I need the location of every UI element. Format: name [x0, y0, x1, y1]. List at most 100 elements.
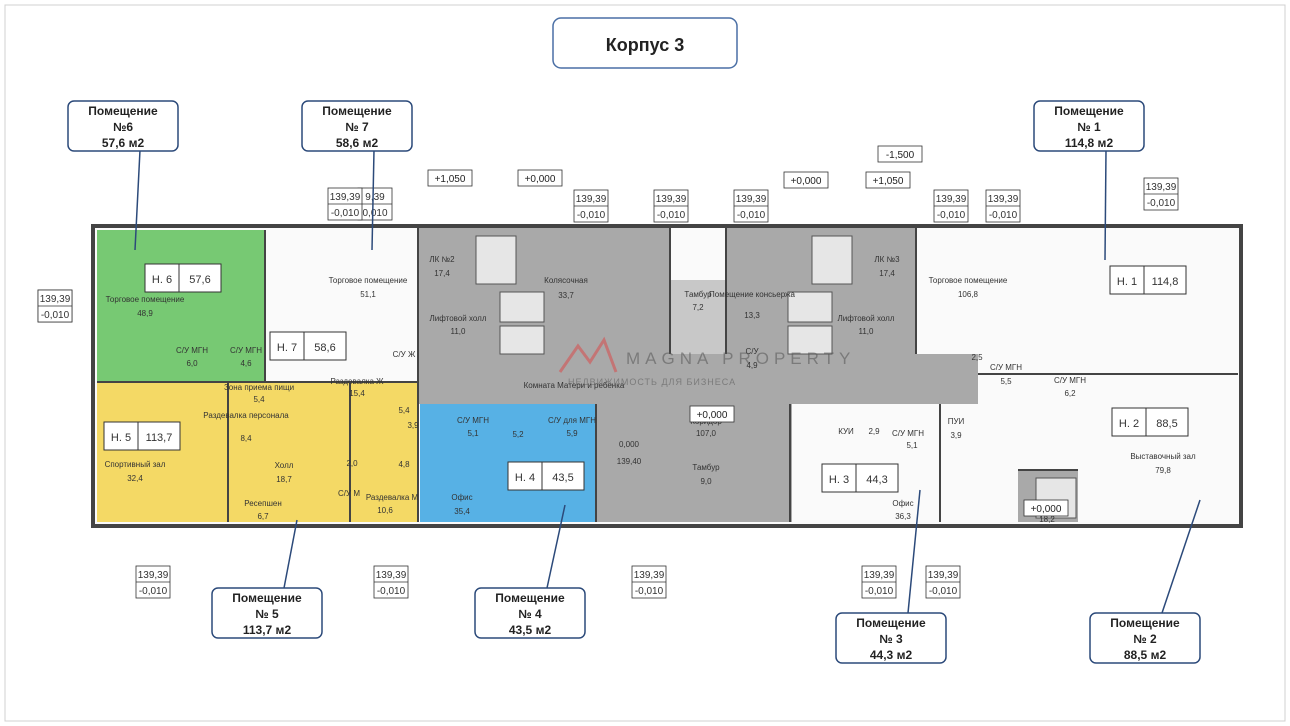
- room-label: 4,6: [240, 359, 252, 368]
- unit-tag-area: 44,3: [866, 474, 887, 486]
- elevation-markers: +1,050+0,000+0,000+1,050-1,500+0,000+0,0…: [427, 145, 1069, 517]
- callout-box: [301, 100, 413, 152]
- callout-leader-line: [371, 149, 375, 251]
- unit-tag-area: 113,7: [146, 432, 173, 444]
- callout-line1: Помещение: [1110, 616, 1180, 630]
- common-areas: [418, 228, 1078, 522]
- room-label: 32,4: [127, 474, 143, 483]
- room-label: 106,8: [958, 290, 979, 299]
- room-label: С/У: [745, 347, 759, 356]
- room-label: Раздевалка Ж: [330, 377, 384, 386]
- room-label: Раздевалка персонала: [203, 411, 289, 420]
- elevation-value: +0,000: [1031, 504, 1062, 515]
- level-marker: 139,39-0,010: [631, 565, 667, 599]
- level-marker-top: 139,39: [576, 194, 607, 205]
- level-marker-top: 139,39: [1146, 182, 1177, 193]
- room-label: ПУИ: [948, 417, 965, 426]
- room-label: 3,9: [407, 421, 419, 430]
- level-marker-bottom: 0,010: [362, 208, 387, 219]
- room-label: Тамбур: [684, 290, 712, 299]
- room-label: 6,7: [257, 512, 269, 521]
- elevation-box: [517, 169, 563, 187]
- callout-box: [835, 612, 947, 664]
- room-label: 5,1: [906, 441, 918, 450]
- level-marker-bottom: -0,010: [41, 310, 70, 321]
- room-label: 18,2: [1039, 515, 1055, 524]
- watermark-logo-icon: [558, 336, 618, 373]
- room-label: 5,5: [1000, 377, 1012, 386]
- room-label: 79,8: [1155, 466, 1171, 475]
- room-label: Ресепшен: [244, 499, 282, 508]
- room-label: 18,7: [276, 475, 292, 484]
- callout-line3: 114,8 м2: [1065, 136, 1114, 150]
- room-label: 36,3: [895, 512, 911, 521]
- room-label: 17,4: [434, 269, 450, 278]
- elevation-marker: -1,500: [877, 145, 923, 163]
- elevation-marker: +1,050: [427, 169, 473, 187]
- room-label: Выставочный зал: [1130, 452, 1196, 461]
- unit-tag-box: [507, 461, 585, 491]
- elevation-value: +1,050: [435, 174, 466, 185]
- unit-tag-4[interactable]: Н. 4 43,5: [507, 461, 585, 491]
- room-label: 5,2: [512, 430, 524, 439]
- unit-tag-code: Н. 1: [1117, 276, 1137, 288]
- level-marker: 139,39-0,010: [327, 187, 363, 221]
- callout-line3: 57,6 м2: [102, 136, 145, 150]
- room-label: Спортивный зал: [105, 460, 166, 469]
- callout-line2: № 3: [879, 632, 903, 646]
- room-label: 11,0: [859, 327, 875, 336]
- level-marker-top: 139,39: [988, 194, 1019, 205]
- callout-box: [1089, 612, 1201, 664]
- room-label: 51,1: [360, 290, 376, 299]
- callout-line2: № 1: [1077, 120, 1101, 134]
- room-label: 2,5: [971, 353, 983, 362]
- unit-tag-area: 43,5: [552, 472, 573, 484]
- unit-tag-1[interactable]: Н. 1 114,8: [1109, 265, 1187, 295]
- room-label: 2,9: [868, 427, 880, 436]
- level-marker: 139,39-0,010: [733, 189, 769, 223]
- room-label: 6,0: [186, 359, 198, 368]
- room-label: 139,40: [617, 457, 642, 466]
- elevation-value: +0,000: [791, 176, 822, 187]
- room-label: Холл: [275, 461, 294, 470]
- callout-line1: Помещение: [232, 591, 302, 605]
- level-marker-bottom: -0,010: [139, 586, 168, 597]
- level-marker-bottom: -0,010: [929, 586, 958, 597]
- callout-box: [211, 587, 323, 639]
- unit-tag-area: 114,8: [1152, 276, 1179, 288]
- room-label: Комната Матери и ребенка: [524, 381, 625, 390]
- room-label: С/У Ж: [393, 350, 416, 359]
- level-marker-bottom: -0,010: [1147, 198, 1176, 209]
- room-label: 2,0: [346, 459, 358, 468]
- elevation-value: +0,000: [697, 410, 728, 421]
- room-label: 13,3: [744, 311, 760, 320]
- level-marker: 139,39-0,010: [985, 189, 1021, 223]
- callout-line2: № 5: [255, 607, 279, 621]
- level-marker-top: 139,39: [40, 294, 71, 305]
- room-label: Офис: [892, 499, 913, 508]
- unit-tag-code: Н. 2: [1119, 418, 1139, 430]
- room-label: С/У МГН: [230, 346, 262, 355]
- room-label: 33,7: [558, 291, 574, 300]
- room-label: Помещение консьержа: [709, 290, 796, 299]
- unit-tag-box: [269, 331, 347, 361]
- elevation-marker: +0,000: [689, 405, 735, 423]
- level-marker: 139,39-0,010: [573, 189, 609, 223]
- level-marker: 139,39-0,010: [373, 565, 409, 599]
- unit-tag-code: Н. 4: [515, 472, 535, 484]
- level-marker-top: 139,39: [634, 570, 665, 581]
- room-label: 9,0: [700, 477, 712, 486]
